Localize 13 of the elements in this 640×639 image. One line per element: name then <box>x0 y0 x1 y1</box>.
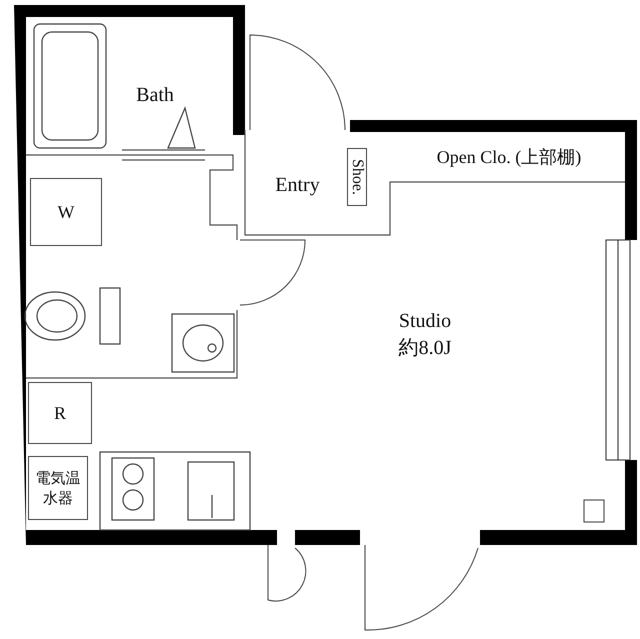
room-label: Shoe. <box>348 159 367 195</box>
room-label: R <box>54 402 66 425</box>
shoe-cabinet <box>347 148 367 206</box>
washer-space <box>30 178 102 246</box>
fridge-space <box>28 382 92 444</box>
room-label: 約8.0J <box>398 336 452 361</box>
room-label: Studio <box>398 309 452 334</box>
room-label: W <box>58 200 74 224</box>
room-label: Entry <box>275 172 320 198</box>
water-heater <box>28 456 88 520</box>
room-label: Bath <box>136 82 174 108</box>
room-label: 電気温水器 <box>34 468 82 508</box>
room-label: Open Clo. (上部棚) <box>436 146 582 170</box>
